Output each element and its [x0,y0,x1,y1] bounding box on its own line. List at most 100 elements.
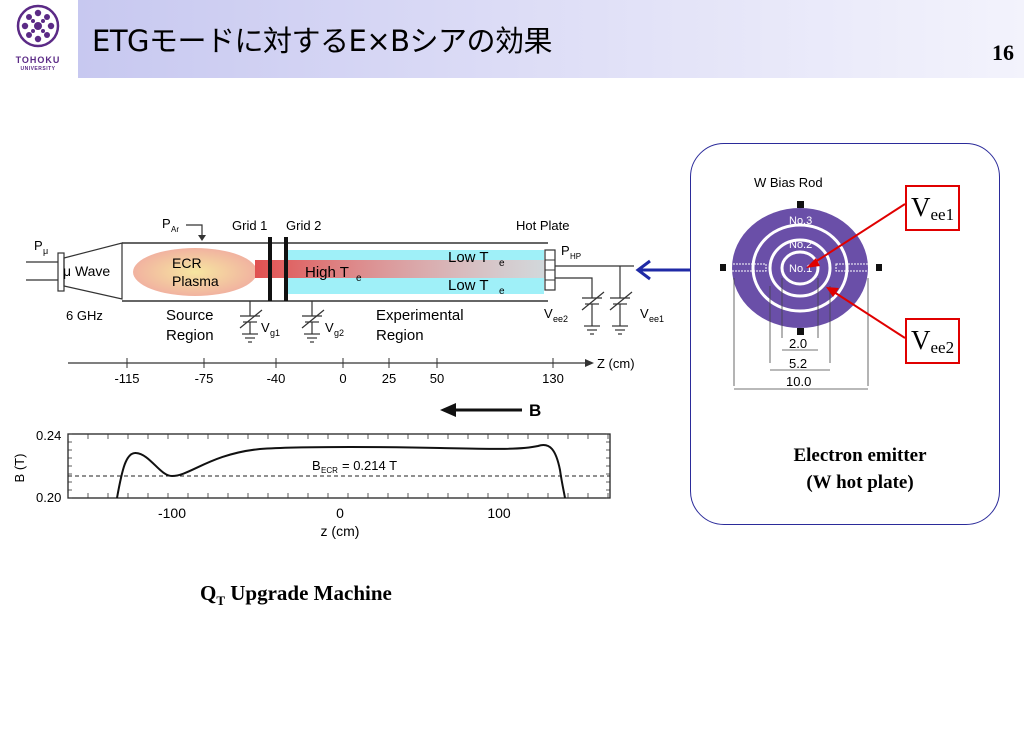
slide-title: ETGモードに対するE×Bシアの効果 [92,24,553,58]
z-tick-label: 50 [430,371,444,386]
ghz-label: 6 GHz [66,308,103,323]
z-tick-label: -115 [114,371,139,386]
emitter-caption-line1: Electron emitter [793,445,927,466]
emitter-gap-outer [751,223,849,313]
z-tick-label: -40 [267,371,286,386]
logo-subtext: UNIVERSITY [20,66,56,72]
vee2-lead [555,277,593,298]
field-plot-ticks [67,433,610,499]
pointer-arrow-head [635,259,651,281]
pointer-arrow [635,259,692,281]
vee1-pointer-line [811,203,906,265]
emitter-diagram: W Bias Rod No.3 No.2 No.1 2.0 5.2 10.0 [720,175,882,390]
vee2-pointer-line [833,291,906,339]
high-te-beam [255,260,545,278]
vee2-sub: ee2 [553,314,568,324]
x-tick-0: 0 [336,505,344,521]
p-mu-label: P [34,238,43,253]
high-te-label: High T [305,264,349,281]
z-axis-ticks: -115 -75 -40 0 25 50 130 [114,358,564,386]
becr-sub: ECR [321,466,338,475]
low-te-sub-bottom: e [499,286,505,297]
vee1-callout: Vee1 [905,185,961,231]
university-logo: TOHOKU UNIVERSITY [0,0,76,78]
dim-2-0: 2.0 [789,336,807,351]
p-mu-sub: μ [43,246,48,256]
vee1-callout-sub: ee1 [930,205,955,224]
bias-rod-top-icon [797,201,804,208]
exp-region-line2: Region [376,327,424,344]
emitter-title: W Bias Rod [754,175,823,190]
b-field-label: B [529,401,541,420]
emitter-gap-inner [780,250,820,286]
high-te-sub: e [356,273,362,284]
page-number: 16 [992,40,1014,65]
p-ar-sub: Ar [171,225,179,234]
vg1-supply-icon [239,301,263,343]
logo-emblem-icon [16,4,60,48]
field-profile-curve [116,444,566,499]
emitter-caption-line2: (W hot plate) [806,472,914,493]
vee-indicators [806,203,906,339]
ring-label-no1: No.1 [789,263,812,275]
grid2-bar [284,237,288,301]
field-plot-xlabel: z (cm) [321,523,360,539]
source-region-line2: Region [166,327,214,344]
z-axis-label: Z (cm) [597,356,635,371]
gas-inlet-pipe [186,224,203,237]
hot-plate-label: Hot Plate [516,218,569,233]
bias-rod-bottom-icon [797,328,804,335]
bias-rod-right-icon [876,264,882,271]
field-plot-ylabel: B (T) [12,454,27,483]
exp-region-line1: Experimental [376,307,464,324]
z-tick-label: 130 [542,371,564,386]
vee2-callout: Vee2 [905,318,961,364]
vee1-label: V [640,306,649,321]
emitter-caption: Electron emitter (W hot plate) [750,442,970,496]
p-hp-sub: HP [570,252,581,261]
z-tick-label: 25 [382,371,396,386]
vee2-callout-v: V [911,325,931,355]
dimension-lines [733,278,869,390]
bias-rod-left-channel [729,263,767,272]
vg2-supply-icon [301,301,325,343]
vee1-sub: ee1 [649,314,664,324]
bias-rod-left-icon [720,264,726,271]
vg2-sub: g2 [334,328,344,338]
b-field-arrow-head [440,403,456,417]
z-tick-label: -75 [195,371,214,386]
z-tick-label: 0 [339,371,346,386]
ring-label-no2: No.2 [789,239,812,251]
ecr-label-line1: ECR [172,255,202,271]
machine-caption: QT Upgrade Machine [200,581,392,609]
vee2-callout-sub: ee2 [930,338,955,357]
x-tick-100: 100 [487,505,511,521]
field-plot-frame [67,433,611,499]
dim-10-0: 10.0 [786,374,811,389]
bias-rod-right-channel [835,263,873,272]
z-axis-arrow [585,359,594,367]
vee2-pointer-head [826,287,839,297]
vee1-callout-v: V [911,192,931,222]
gas-inlet-arrow [198,235,206,241]
x-tick-minus100: -100 [158,505,186,521]
caption-rest: Upgrade Machine [225,581,392,605]
p-ar-label: P [162,216,171,231]
grid1-label: Grid 1 [232,218,267,233]
emitter-gap-middle [768,238,832,298]
mu-wave-label: μ Wave [63,263,110,279]
vg1-sub: g1 [270,328,280,338]
caption-q: Q [200,581,217,605]
becr-value: = 0.214 T [342,458,397,473]
source-region-line1: Source [166,307,214,324]
microwave-horn [63,242,123,300]
header-background [78,0,1024,78]
vee2-supply-icon [581,291,605,335]
ring-label-no3: No.3 [789,215,812,227]
vee1-pointer-head [806,258,820,268]
low-te-label-top: Low T [448,249,489,266]
dim-5-2: 5.2 [789,356,807,371]
logo-text: TOHOKU [15,55,61,65]
y-tick-top: 0.24 [36,428,61,443]
machine-schematic: P μ μ Wave 6 GHz P Ar ECR Plasma Grid 1 … [12,216,664,539]
